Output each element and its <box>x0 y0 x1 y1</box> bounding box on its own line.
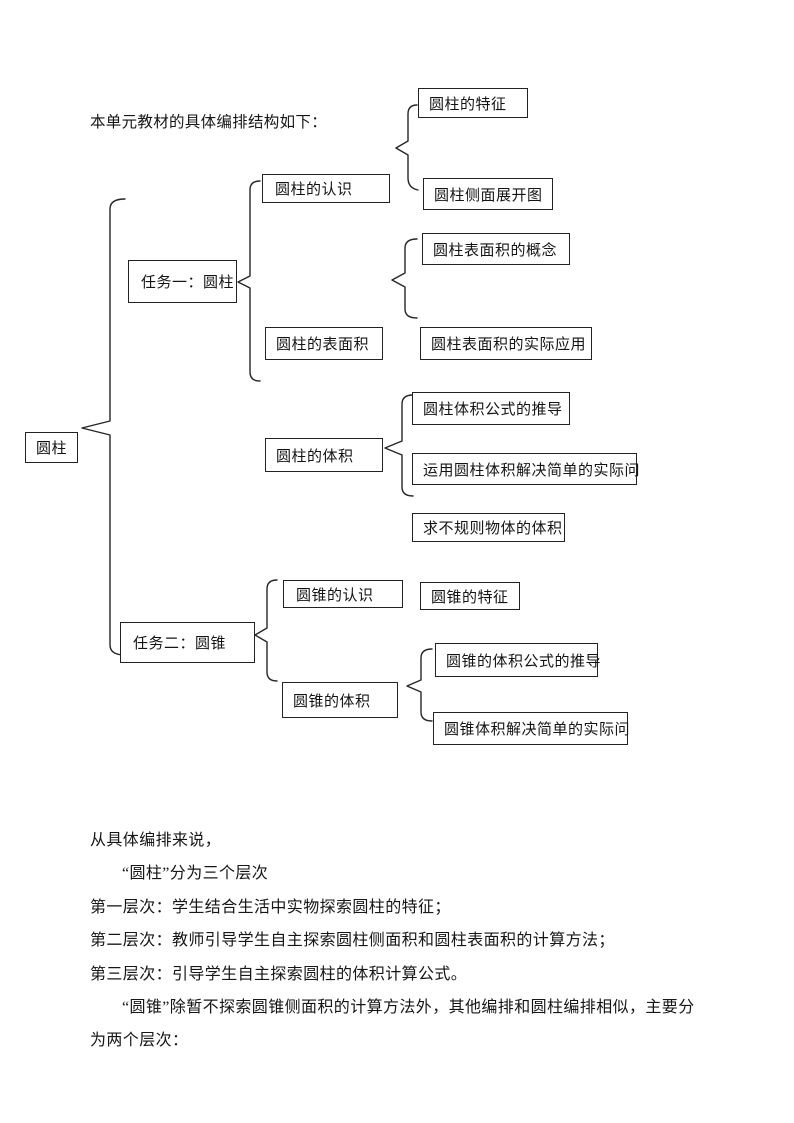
body-line-6: “圆锥”除暂不探索圆锥侧面积的计算方法外，其他编排和圆柱编排相似，主要分 <box>122 999 695 1017</box>
box-cone-understanding: 圆锥的认识 <box>283 580 403 608</box>
box-cone-volume-practical: 圆锥体积解决简单的实际问 <box>433 712 630 745</box>
body-line-1: 从具体编排来说， <box>90 832 222 849</box>
box-irregular-object-volume: 求不规则物体的体积 <box>412 513 565 542</box>
box-cylinder-surface-area-application: 圆柱表面积的实际应用 <box>420 327 592 360</box>
body-text: 从具体编排来说， “圆柱”分为三个层次 第一层次：学生结合生活中实物探索圆柱的特… <box>90 824 714 1058</box>
box-cylinder-root: 圆柱 <box>25 432 78 463</box>
box-task2-cone: 任务二：圆锥 <box>120 622 255 663</box>
structure-diagram: 圆柱的特征 圆柱的认识 圆柱侧面展开图 圆柱表面积的概念 任务一：圆柱 圆柱的表… <box>25 88 640 745</box>
box-cylinder-features: 圆柱的特征 <box>418 88 528 118</box>
box-cylinder-surface-area-concept: 圆柱表面积的概念 <box>422 233 570 265</box>
body-line-7: 为两个层次： <box>90 1032 189 1050</box>
body-line-4: 第二层次：教师引导学生自主探索圆柱侧面积和圆柱表面积的计算方法； <box>90 932 615 950</box>
box-cone-features: 圆锥的特征 <box>420 582 520 610</box>
box-cylinder-volume: 圆柱的体积 <box>265 438 383 472</box>
box-cylinder-volume-formula-derivation: 圆柱体积公式的推导 <box>412 392 570 425</box>
brace-cylinder-understanding <box>395 104 419 191</box>
brace-surface-area <box>391 238 418 319</box>
connector-layer <box>81 104 433 722</box>
body-line-3: 第一层次：学生结合生活中实物探索圆柱的特征； <box>90 898 451 916</box>
box-cone-volume-formula-derivation: 圆锥的体积公式的推导 <box>435 643 601 677</box>
box-cylinder-lateral-unfold: 圆柱侧面展开图 <box>423 178 553 210</box>
box-cylinder-volume-practical: 运用圆柱体积解决简单的实际问 <box>412 453 640 485</box>
brace-root-cylinder <box>81 198 126 656</box>
box-task1-cylinder: 任务一：圆柱 <box>128 260 237 303</box>
body-line-2: “圆柱”分为三个层次 <box>122 865 269 883</box>
brace-task2 <box>254 579 278 682</box>
body-line-5: 第三层次：引导学生自主探索圆柱的体积计算公式。 <box>90 965 468 983</box>
brace-task1 <box>237 180 261 382</box>
box-cylinder-surface-area: 圆柱的表面积 <box>265 327 383 360</box>
brace-cylinder-volume <box>384 394 414 497</box>
box-cone-volume: 圆锥的体积 <box>282 682 398 718</box>
box-cylinder-understanding: 圆柱的认识 <box>262 174 390 203</box>
intro-line: 本单元教材的具体编排结构如下： <box>90 114 328 131</box>
brace-cone-volume <box>406 648 433 722</box>
